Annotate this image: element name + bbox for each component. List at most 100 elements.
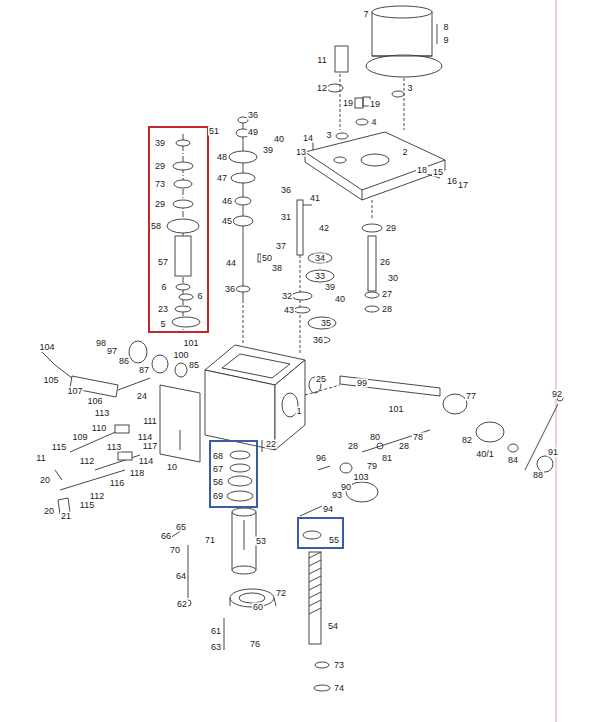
callout-number: 19 — [369, 100, 381, 109]
callout-number: 28 — [381, 305, 393, 314]
callout-number: 110 — [91, 424, 107, 433]
callout-number: 41 — [309, 194, 321, 203]
callout-number: 88 — [532, 471, 544, 480]
callout-number: 74 — [333, 684, 345, 693]
callout-number: 116 — [109, 479, 125, 488]
callout-number: 84 — [507, 456, 519, 465]
callout-number: 46 — [221, 197, 233, 206]
callout-number: 47 — [216, 174, 228, 183]
callout-number: 87 — [138, 366, 150, 375]
callout-number: 14 — [302, 134, 314, 143]
callout-number: 71 — [204, 536, 216, 545]
callout-number: 63 — [210, 643, 222, 652]
callout-number: 33 — [314, 272, 326, 281]
callout-number: 60 — [252, 603, 264, 612]
callout-number: 107 — [66, 387, 83, 396]
callout-number: 35 — [320, 319, 332, 328]
callout-number: 117 — [142, 442, 158, 451]
callout-number: 112 — [89, 492, 105, 501]
callout-number: 106 — [86, 397, 103, 406]
callout-number: 54 — [327, 622, 339, 631]
callout-number: 86 — [118, 357, 130, 366]
callout-number: 50 — [261, 254, 273, 263]
callout-number: 55 — [328, 536, 340, 545]
callout-number: 6 — [160, 283, 167, 292]
callout-number: 68 — [212, 452, 224, 461]
callout-number: 92 — [551, 390, 563, 399]
callout-number: 12 — [316, 84, 328, 93]
callout-number: 48 — [216, 153, 228, 162]
callout-number: 10 — [166, 463, 178, 472]
callout-number: 21 — [60, 512, 72, 521]
callout-number: 45 — [221, 217, 233, 226]
callout-number: 15 — [432, 168, 444, 177]
callout-number: 82 — [461, 436, 473, 445]
callout-number: 67 — [212, 465, 224, 474]
callout-number: 113 — [106, 443, 122, 452]
callout-number: 61 — [210, 627, 222, 636]
callout-number: 39 — [324, 283, 336, 292]
callout-number: 76 — [249, 640, 261, 649]
callout-number: 49 — [247, 128, 259, 137]
callout-number: 80 — [369, 433, 381, 442]
callout-number: 81 — [381, 454, 393, 463]
callout-number: 4 — [370, 118, 377, 127]
callout-number: 114 — [137, 433, 153, 442]
callout-number: 72 — [275, 589, 287, 598]
callout-number: 118 — [129, 469, 145, 478]
callout-number: 23 — [157, 305, 169, 314]
callout-number: 11 — [316, 56, 327, 65]
callout-number: 56 — [212, 478, 224, 487]
callout-number: 11 — [35, 454, 46, 463]
callout-number: 51 — [208, 127, 220, 136]
callout-number: 70 — [169, 546, 181, 555]
callout-number: 39 — [154, 139, 166, 148]
callout-number: 40/1 — [475, 450, 495, 459]
callout-number: 69 — [212, 492, 224, 501]
callout-number: 30 — [387, 274, 399, 283]
callout-number: 5 — [159, 320, 166, 329]
callout-number: 28 — [347, 442, 359, 451]
callout-number: 99 — [356, 379, 368, 388]
callout-number: 38 — [271, 264, 283, 273]
callout-number: 64 — [175, 572, 187, 581]
callout-number: 3 — [325, 131, 332, 140]
callout-number: 40 — [334, 295, 346, 304]
callout-number: 28 — [398, 442, 410, 451]
callout-number: 105 — [42, 376, 59, 385]
callout-number: 7 — [362, 10, 369, 19]
callout-number: 36 — [280, 186, 292, 195]
callout-number: 103 — [352, 473, 369, 482]
callout-number: 79 — [366, 462, 378, 471]
callout-number: 13 — [295, 148, 307, 157]
callout-number: 34 — [314, 254, 326, 263]
callout-number: 97 — [106, 347, 118, 356]
callout-number: 6 — [196, 292, 203, 301]
callout-number: 96 — [315, 454, 327, 463]
callout-number: 17 — [457, 181, 469, 190]
callout-number: 44 — [225, 259, 237, 268]
callout-number: 29 — [154, 200, 166, 209]
callout-number: 20 — [43, 507, 55, 516]
callout-number: 93 — [331, 491, 343, 500]
callout-number: 109 — [71, 433, 88, 442]
callout-number: 19 — [342, 99, 354, 108]
callout-number: 40 — [273, 135, 285, 144]
callout-number: 20 — [39, 476, 51, 485]
callout-number: 112 — [79, 457, 95, 466]
callout-number: 36 — [247, 111, 259, 120]
callout-number: 25 — [315, 375, 327, 384]
callout-number: 37 — [275, 242, 287, 251]
callout-number: 36 — [312, 336, 324, 345]
callout-number: 24 — [136, 392, 148, 401]
callout-number: 32 — [281, 292, 293, 301]
callout-number: 111 — [142, 417, 158, 426]
callout-number: 31 — [280, 213, 292, 222]
callout-number: 3 — [406, 84, 413, 93]
callout-number: 1 — [295, 407, 302, 416]
callout-number: 100 — [172, 351, 189, 360]
callout-number: 22 — [265, 440, 277, 449]
